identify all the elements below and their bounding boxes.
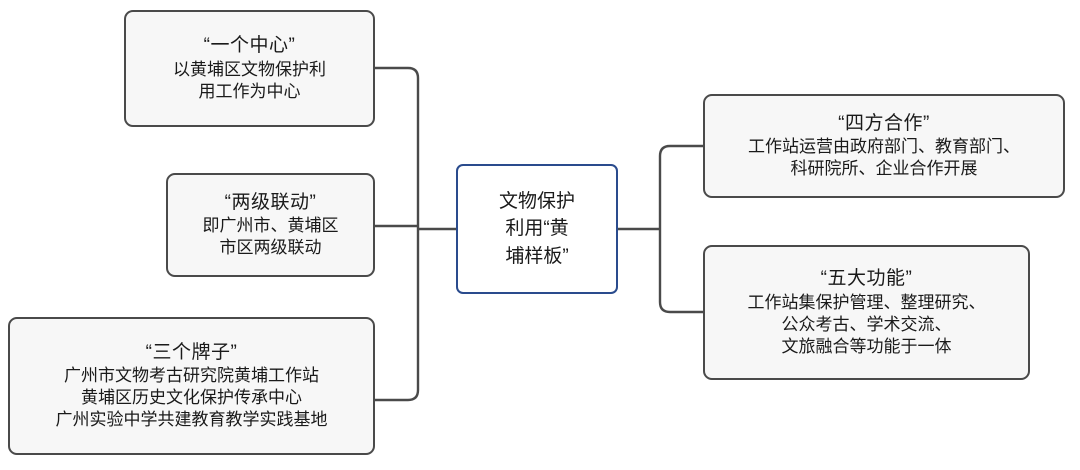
node-two-level-title: “两级联动” bbox=[224, 191, 317, 213]
node-five-functions[interactable]: “五大功能” 工作站集保护管理、整理研究、 公众考古、学术交流、 文旅融合等功能… bbox=[703, 245, 1030, 380]
node-one-center-title: “一个中心” bbox=[203, 35, 296, 57]
node-three-plates-line-2: 黄埔区历史文化保护传承中心 bbox=[81, 388, 302, 408]
node-center-model-line-3: 埔样板” bbox=[505, 245, 569, 267]
node-four-party-line-1: 工作站运营由政府部门、教育部门、 bbox=[748, 137, 1020, 157]
node-one-center-line-2: 用工作为中心 bbox=[198, 81, 301, 101]
node-two-level-line-1: 即广州市、黄埔区 bbox=[202, 216, 339, 236]
node-three-plates-title: “三个牌子” bbox=[145, 341, 238, 363]
node-five-functions-line-3: 文旅融合等功能于一体 bbox=[781, 336, 952, 356]
connector-four-party bbox=[658, 144, 703, 229]
connector-one-center bbox=[375, 66, 420, 229]
node-four-party-title: “四方合作” bbox=[838, 112, 930, 134]
node-two-level-line-2: 市区两级联动 bbox=[219, 238, 322, 258]
node-three-plates-line-1: 广州市文物考古研究院黄埔工作站 bbox=[64, 366, 319, 386]
node-three-plates-line-3: 广州实验中学共建教育教学实践基地 bbox=[55, 410, 328, 430]
node-one-center[interactable]: “一个中心” 以黄埔区文物保护利 用工作为中心 bbox=[124, 10, 375, 127]
node-three-plates[interactable]: “三个牌子” 广州市文物考古研究院黄埔工作站 黄埔区历史文化保护传承中心 广州实… bbox=[8, 317, 375, 455]
node-one-center-line-1: 以黄埔区文物保护利 bbox=[173, 59, 326, 79]
connector-three-plates bbox=[375, 229, 420, 402]
node-four-party[interactable]: “四方合作” 工作站运营由政府部门、教育部门、 科研院所、企业合作开展 bbox=[703, 94, 1065, 198]
connector-five-functions bbox=[658, 229, 703, 314]
node-five-functions-line-2: 公众考古、学术交流、 bbox=[781, 314, 952, 334]
node-center-model-line-2: 利用“黄 bbox=[505, 218, 569, 240]
node-five-functions-line-1: 工作站集保护管理、整理研究、 bbox=[747, 292, 986, 312]
node-five-functions-title: “五大功能” bbox=[820, 268, 913, 290]
node-four-party-line-2: 科研院所、企业合作开展 bbox=[790, 159, 978, 179]
node-two-level[interactable]: “两级联动” 即广州市、黄埔区 市区两级联动 bbox=[166, 173, 375, 277]
node-center-model[interactable]: 文物保护 利用“黄 埔样板” bbox=[456, 164, 618, 294]
node-center-model-line-1: 文物保护 bbox=[498, 190, 575, 212]
